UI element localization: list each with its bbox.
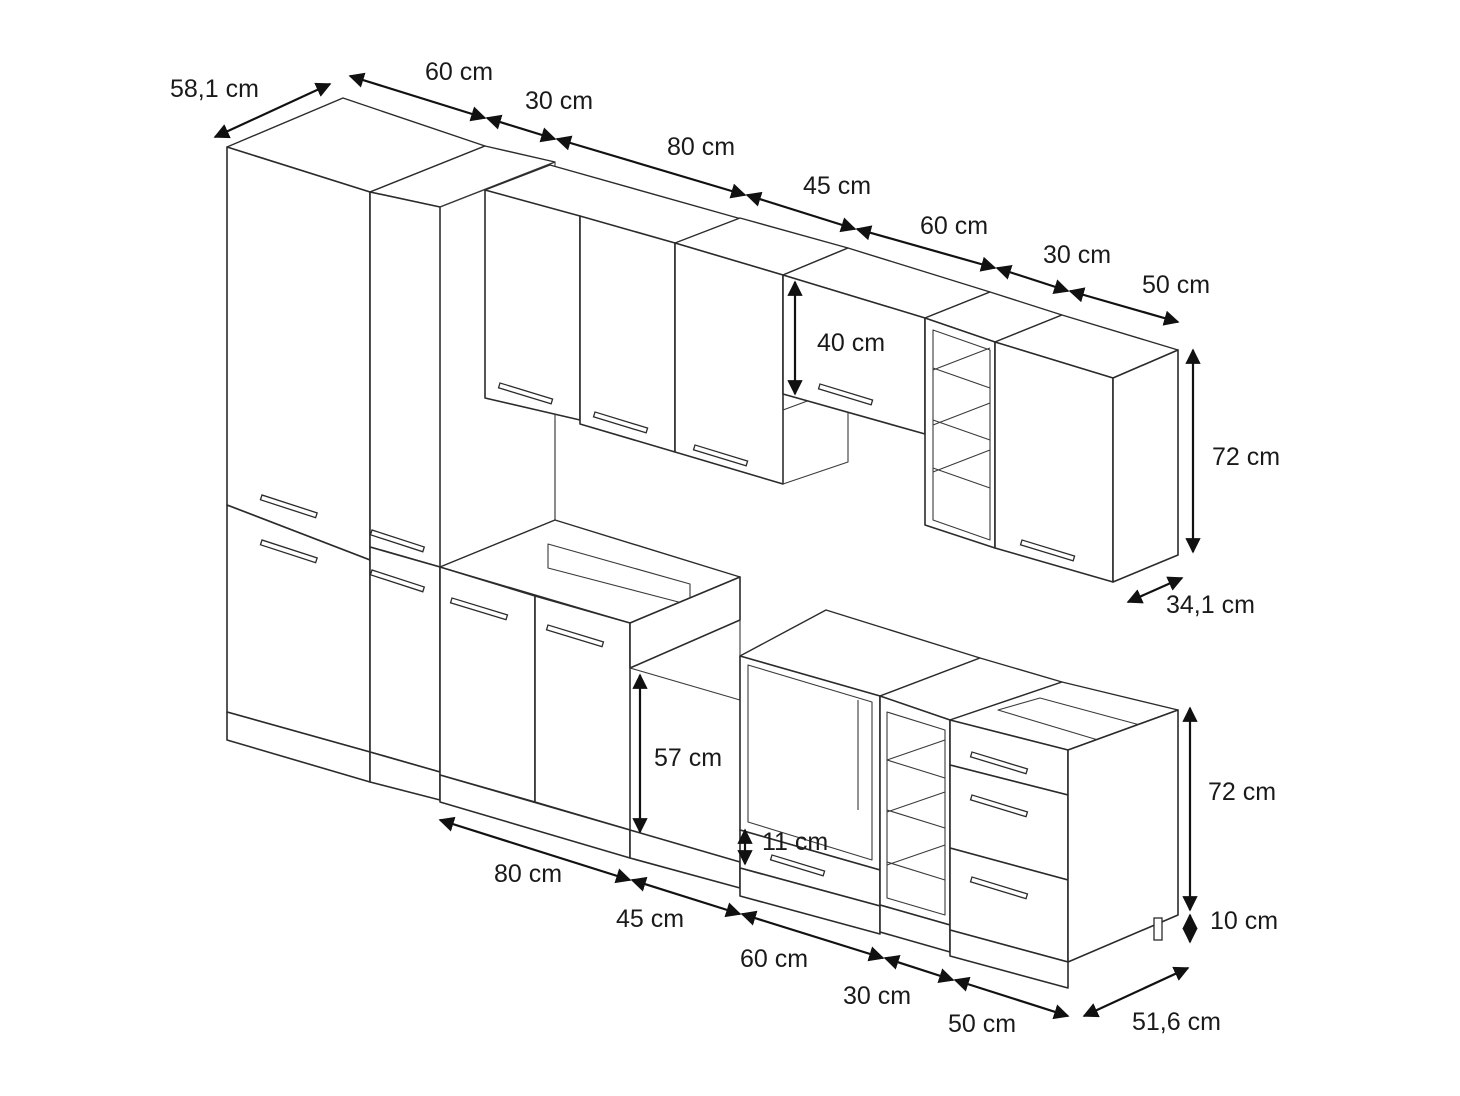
- handle-icon: [497, 382, 554, 405]
- handle-icon: [692, 444, 749, 467]
- base-depth-label: 51,6 cm: [1132, 1008, 1221, 1036]
- base-shelf-30: [879, 657, 1063, 953]
- handle-icon: [369, 529, 426, 553]
- handle-icon: [969, 751, 1029, 775]
- dishwasher-panel-45: [629, 576, 741, 889]
- top-depth-label: 58,1 cm: [170, 75, 259, 103]
- handle-icon: [449, 597, 509, 621]
- top-width-label-3: 80 cm: [667, 133, 735, 161]
- wall-cabinet-80: [484, 164, 746, 560]
- top-width-label-1: 60 cm: [425, 58, 493, 86]
- leveling-foot-icon: [1153, 917, 1163, 941]
- bottom-width-label-1: 80 cm: [494, 860, 562, 888]
- handle-icon: [969, 794, 1029, 818]
- handle-icon: [1019, 539, 1076, 562]
- tall-cabinet-60: [226, 97, 486, 783]
- base-drawer-cabinet-50: [949, 681, 1179, 989]
- wall-shelf-30: [924, 291, 1063, 549]
- handle-icon: [259, 494, 318, 519]
- bottom-width-label-5: 50 cm: [948, 1010, 1016, 1038]
- bottom-width-label-2: 45 cm: [616, 905, 684, 933]
- bottom-width-label-3: 60 cm: [740, 945, 808, 973]
- hood-height-label: 40 cm: [817, 329, 885, 357]
- base-height-label: 72 cm: [1208, 778, 1276, 806]
- wall-cabinet-50: [994, 314, 1179, 583]
- wall-height-label: 72 cm: [1212, 443, 1280, 471]
- plinth-height-label: 10 cm: [1210, 907, 1278, 935]
- dishwasher-height-label: 57 cm: [654, 744, 722, 772]
- handle-icon: [369, 569, 426, 593]
- top-width-label-7: 50 cm: [1142, 271, 1210, 299]
- top-width-label-6: 30 cm: [1043, 241, 1111, 269]
- top-width-label-2: 30 cm: [525, 87, 593, 115]
- wall-cabinet-hood-60: [782, 247, 991, 435]
- oven-drawer-height-label: 11 cm: [762, 828, 828, 856]
- base-sink-cabinet-80: [439, 519, 741, 859]
- wall-depth-label: 34,1 cm: [1166, 591, 1255, 619]
- handle-icon: [769, 854, 826, 877]
- handle-icon: [545, 624, 605, 648]
- bottom-width-label-4: 30 cm: [843, 982, 911, 1010]
- handle-icon: [817, 383, 874, 406]
- dimension-arrows: [213, 72, 1201, 1020]
- oven-cabinet-60: [739, 609, 981, 935]
- top-width-label-4: 45 cm: [803, 172, 871, 200]
- handle-icon: [969, 876, 1029, 900]
- handle-icon: [592, 411, 649, 434]
- handle-icon: [259, 539, 318, 564]
- top-width-label-5: 60 cm: [920, 212, 988, 240]
